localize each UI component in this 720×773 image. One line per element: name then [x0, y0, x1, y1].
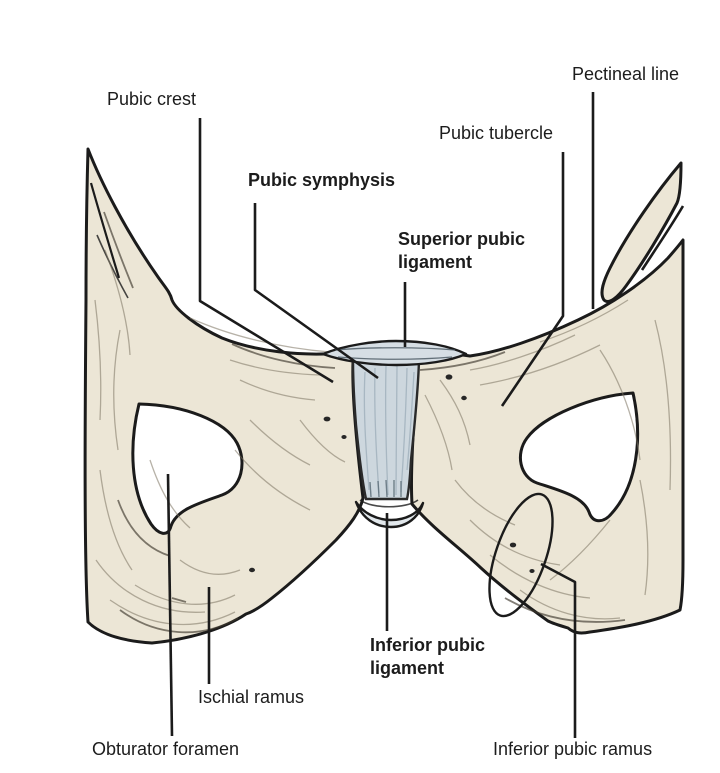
- label-pubic-tubercle: Pubic tubercle: [439, 123, 554, 143]
- leader-inferior-pubic-ramus: [540, 562, 577, 738]
- label-inferior-pubic-ligament: Inferior pubic ligament: [370, 635, 486, 678]
- disc-hatch: [369, 479, 402, 498]
- label-superior-pubic-ligament: Superior pubic ligament: [398, 229, 526, 272]
- disc-texture: [363, 365, 415, 496]
- right-pubic-bone: [409, 238, 685, 635]
- bone-dots: [249, 374, 535, 573]
- left-pubic-bone: [83, 147, 365, 645]
- leader-obturator-foramen: [166, 473, 174, 737]
- label-pubic-crest: Pubic crest: [107, 89, 197, 109]
- bone-texture: [94, 249, 672, 626]
- label-obturator-foramen: Obturator foramen: [92, 739, 240, 759]
- right-wing-ridge: [600, 161, 683, 303]
- bone-shading: [103, 211, 626, 634]
- leader-pubic-symphysis: [253, 203, 379, 380]
- label-inferior-pubic-ramus: Inferior pubic ramus: [493, 739, 653, 759]
- label-ischial-ramus: Ischial ramus: [198, 687, 305, 707]
- label-pectineal-line: Pectineal line: [572, 64, 680, 84]
- leader-pubic-crest: [198, 118, 334, 384]
- label-pubic-symphysis: Pubic symphysis: [248, 170, 396, 190]
- inferior-pubic-ramus-ellipse: [488, 492, 554, 618]
- leader-lines: [166, 92, 595, 738]
- leader-pubic-tubercle: [500, 152, 565, 407]
- inferior-pubic-ligament-band: [354, 500, 425, 529]
